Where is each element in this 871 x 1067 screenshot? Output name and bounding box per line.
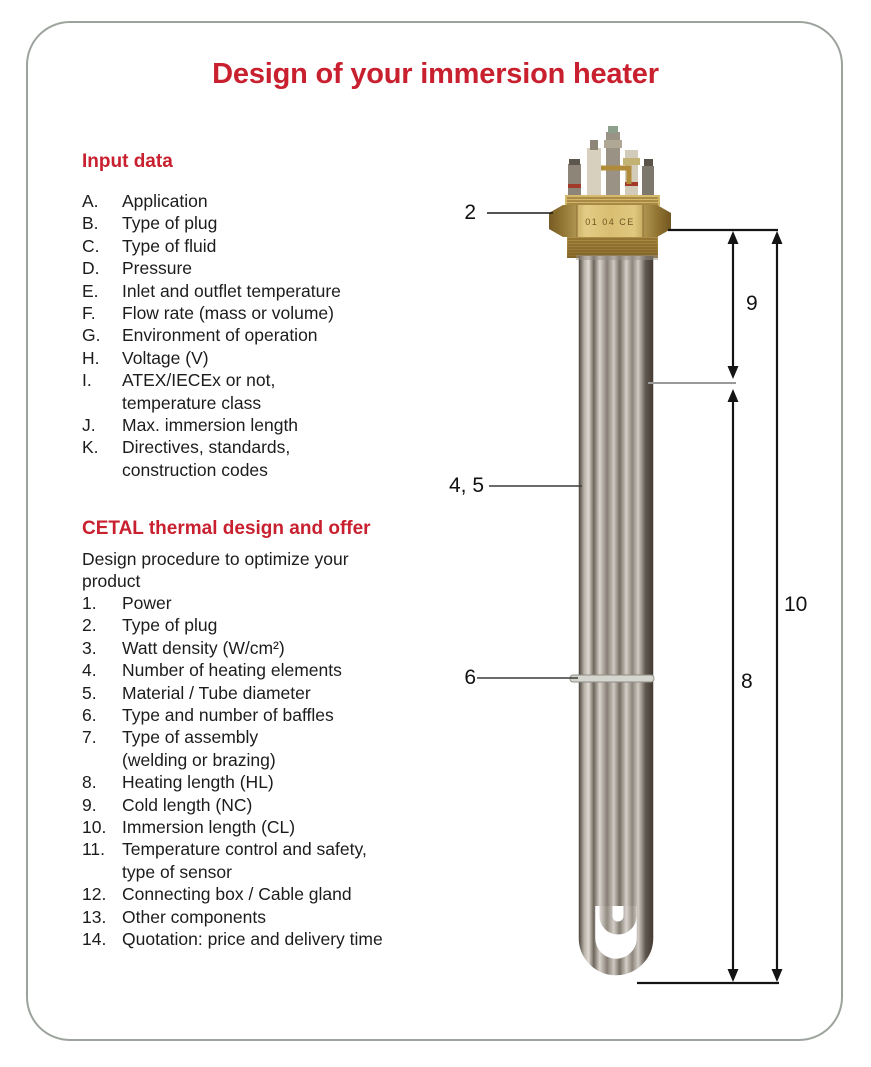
- page-border: [26, 21, 843, 1041]
- list-item-key: 13.: [82, 906, 107, 927]
- list-item: I. ATEX/IECEx or not,temperature class: [82, 369, 341, 414]
- dimension-lines: [637, 228, 783, 985]
- cetal-list: 1. Power 2. Type of plug 3. Watt density (W/c…: [82, 592, 383, 951]
- list-item-text: Environment of operation: [122, 325, 318, 346]
- list-item-key: 3.: [82, 637, 97, 658]
- dim-label-elements: 4, 5: [448, 474, 484, 497]
- list-item: 10. Immersion length (CL): [82, 816, 383, 838]
- list-item-text: Type of plug: [122, 615, 218, 636]
- hairpin-inner: [599, 256, 637, 935]
- list-item-text: Power: [122, 593, 172, 613]
- list-item-key: C.: [82, 235, 100, 256]
- baffle: [569, 674, 655, 683]
- dim-label-plug: 2: [464, 201, 476, 224]
- list-item-text: Type of fluid: [122, 235, 217, 256]
- list-item-key: 4.: [82, 660, 97, 681]
- list-item-text: Cold length (NC): [122, 794, 253, 815]
- list-item: C. Type of fluid: [82, 235, 341, 257]
- list-item-text: Material / Tube diameter: [122, 682, 311, 703]
- list-item-text: Number of heating elements: [122, 660, 342, 681]
- list-item-key: A.: [82, 191, 99, 211]
- list-item-text: Max. immersion length: [122, 415, 299, 436]
- list-item: D. Pressure: [82, 257, 341, 279]
- heating-tubes: [569, 255, 658, 976]
- list-item-key: F.: [82, 303, 96, 324]
- list-item: 14. Quotation: price and delivery time: [82, 928, 383, 950]
- list-item-key: E.: [82, 280, 99, 301]
- dim-label-immersion-length: 10: [784, 593, 808, 616]
- list-item-key: B.: [82, 213, 99, 234]
- list-item-text: Watt density (W/cm²): [122, 637, 285, 658]
- list-item: 2. Type of plug: [82, 614, 383, 636]
- list-item: 3. Watt density (W/cm²): [82, 637, 383, 659]
- dim-label-heating-length: 8: [741, 670, 753, 693]
- hairpin-outer: [578, 256, 654, 976]
- list-item-text: Inlet and outflet temperature: [122, 280, 341, 301]
- list-item-key: 6.: [82, 705, 97, 726]
- list-item: 8. Heating length (HL): [82, 771, 383, 793]
- list-item-key: 1.: [82, 593, 97, 613]
- list-item: 4. Number of heating elements: [82, 659, 383, 681]
- input-data-heading: Input data: [82, 151, 173, 172]
- list-item-text: ATEX/IECEx or not,temperature class: [122, 370, 276, 413]
- list-item-key: 8.: [82, 772, 97, 793]
- list-item-key: I.: [82, 370, 92, 391]
- list-item-text: Quotation: price and delivery time: [122, 929, 383, 950]
- list-item-key: J.: [82, 415, 96, 436]
- list-item-key: H.: [82, 347, 100, 368]
- list-item: 13. Other components: [82, 906, 383, 928]
- list-item-key: 5.: [82, 682, 97, 703]
- list-item-text: Application: [122, 191, 208, 211]
- list-item: A. Application: [82, 190, 341, 212]
- list-item-text: Connecting box / Cable gland: [122, 884, 352, 905]
- list-item-key: 14.: [82, 929, 107, 950]
- brass-jumper-strap: [601, 165, 632, 184]
- plug-marking: 01 04 CE: [585, 217, 635, 227]
- terminal-pins: [568, 126, 654, 200]
- list-item-text: Flow rate (mass or volume): [122, 303, 334, 324]
- list-item: H. Voltage (V): [82, 347, 341, 369]
- list-item-key: 2.: [82, 615, 97, 636]
- list-item-text: Immersion length (CL): [122, 817, 296, 838]
- list-item-text: Voltage (V): [122, 347, 209, 368]
- list-item: 12. Connecting box / Cable gland: [82, 883, 383, 905]
- list-item: 9. Cold length (NC): [82, 794, 383, 816]
- list-item: 11. Temperature control and safety,type o…: [82, 838, 383, 883]
- list-item-key: K.: [82, 437, 99, 458]
- list-item: 5. Material / Tube diameter: [82, 682, 383, 704]
- list-item-text: Type of plug: [122, 213, 218, 234]
- list-item-key: D.: [82, 258, 100, 279]
- list-item-text: Heating length (HL): [122, 772, 274, 793]
- list-item: K. Directives, standards,construction cod…: [82, 436, 341, 481]
- list-item-text: Other components: [122, 906, 266, 927]
- list-item: G. Environment of operation: [82, 324, 341, 346]
- brass-plug: 01 04 CE: [549, 195, 671, 258]
- list-item-key: 7.: [82, 727, 97, 748]
- list-item-text: Pressure: [122, 258, 193, 279]
- leader-lines: [477, 212, 582, 679]
- list-item: E. Inlet and outflet temperature: [82, 280, 341, 302]
- list-item: 1. Power: [82, 592, 383, 614]
- page-title: Design of your immersion heater: [212, 58, 659, 90]
- list-item-text: Directives, standards,construction codes: [122, 437, 291, 480]
- list-item-text: Type and number of baffles: [122, 705, 334, 726]
- list-item-text: Temperature control and safety,type of s…: [122, 839, 367, 882]
- dim-label-cold-length: 9: [746, 292, 758, 315]
- list-item-key: G.: [82, 325, 101, 346]
- list-item-key: 10.: [82, 817, 107, 838]
- list-item: 6. Type and number of baffles: [82, 704, 383, 726]
- list-item: 7. Type of assembly(welding or brazing): [82, 726, 383, 771]
- list-item-text: Type of assembly(welding or brazing): [122, 727, 276, 770]
- list-item-key: 12.: [82, 884, 107, 905]
- list-item: J. Max. immersion length: [82, 414, 341, 436]
- list-item-key: 9.: [82, 794, 97, 815]
- hex-nut: [549, 205, 671, 237]
- list-item: F. Flow rate (mass or volume): [82, 302, 341, 324]
- cetal-heading: CETAL thermal design and offer: [82, 518, 371, 539]
- list-item-key: 11.: [82, 839, 106, 860]
- list-item: B. Type of plug: [82, 212, 341, 234]
- dim-label-baffle: 6: [464, 666, 476, 689]
